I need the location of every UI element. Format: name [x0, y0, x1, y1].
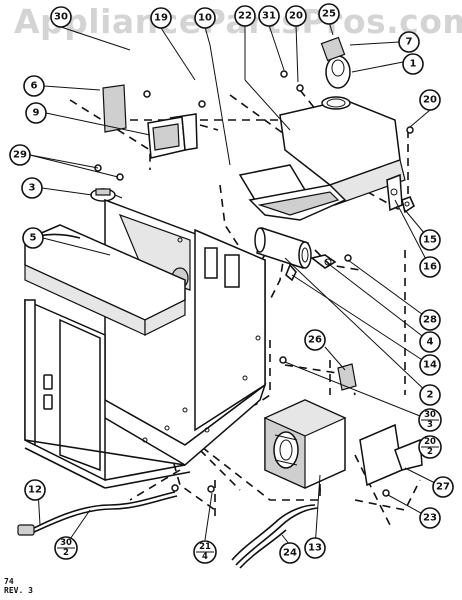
callout-20-right: 20 [419, 89, 441, 111]
svg-text:4: 4 [427, 337, 434, 348]
callout-5: 5 [22, 227, 44, 249]
callout-15: 15 [419, 229, 441, 251]
callout-23: 23 [419, 507, 441, 529]
part-10-top-duct [279, 96, 406, 206]
svg-text:10: 10 [198, 13, 212, 24]
callout-14: 14 [419, 354, 441, 376]
callout-1: 1 [402, 53, 424, 75]
fraction-callout-21-4: 21 4 [193, 540, 217, 564]
footer-page-number: 74 [4, 577, 14, 586]
svg-text:23: 23 [423, 513, 437, 524]
fraction-callouts: 30 3 20 2 30 2 21 4 [54, 408, 442, 564]
callout-31: 31 [258, 5, 280, 27]
svg-text:9: 9 [33, 108, 40, 119]
svg-text:30: 30 [54, 12, 68, 23]
svg-text:25: 25 [322, 9, 336, 20]
svg-text:16: 16 [423, 262, 437, 273]
callout-2: 2 [419, 384, 441, 406]
part-24-wire-harness [231, 504, 319, 569]
svg-text:6: 6 [31, 81, 38, 92]
callout-4: 4 [419, 331, 441, 353]
callout-25: 25 [318, 3, 340, 25]
callout-10: 10 [194, 7, 216, 29]
footer-revision: REV. 3 [4, 586, 33, 595]
callout-9: 9 [25, 102, 47, 124]
svg-text:2: 2 [427, 447, 433, 457]
callout-27: 27 [432, 476, 454, 498]
fraction-callout-30-3: 30 3 [418, 408, 442, 432]
svg-text:22: 22 [238, 11, 252, 22]
svg-text:3: 3 [427, 420, 433, 430]
svg-text:20: 20 [423, 95, 437, 106]
svg-text:31: 31 [262, 11, 276, 22]
svg-text:3: 3 [29, 183, 36, 194]
svg-text:14: 14 [423, 360, 437, 371]
svg-text:21: 21 [199, 542, 211, 552]
svg-text:5: 5 [30, 233, 37, 244]
svg-text:30: 30 [424, 410, 436, 420]
callout-28: 28 [419, 309, 441, 331]
callout-30: 30 [50, 6, 72, 28]
svg-text:30: 30 [60, 538, 72, 548]
screws [94, 70, 414, 497]
part-9-bracket [147, 113, 198, 159]
svg-text:20: 20 [289, 11, 303, 22]
callout-22: 22 [234, 5, 256, 27]
svg-text:15: 15 [423, 235, 437, 246]
part-12-power-cord [17, 491, 178, 536]
svg-text:2: 2 [63, 548, 69, 558]
svg-text:7: 7 [406, 37, 413, 48]
callout-6: 6 [23, 75, 45, 97]
fraction-callout-30-2: 30 2 [54, 536, 78, 560]
svg-text:20: 20 [424, 437, 436, 447]
part-26-plate [337, 363, 357, 391]
main-cabinet [24, 198, 267, 489]
callout-16: 16 [419, 256, 441, 278]
part-6-panel [102, 84, 127, 133]
callouts: 30 19 10 22 31 20 [9, 3, 454, 564]
svg-text:12: 12 [28, 485, 42, 496]
part-15-16-brackets [386, 173, 416, 214]
svg-text:27: 27 [436, 482, 450, 493]
leader-lines [29, 21, 444, 549]
svg-text:26: 26 [308, 335, 322, 346]
callout-7: 7 [398, 31, 420, 53]
callout-29: 29 [9, 144, 31, 166]
callout-13: 13 [304, 537, 326, 559]
callout-19: 19 [150, 7, 172, 29]
svg-text:2: 2 [427, 390, 434, 401]
svg-text:28: 28 [423, 315, 437, 326]
part-27-bracket [359, 423, 423, 487]
svg-text:13: 13 [308, 543, 322, 554]
svg-text:1: 1 [410, 59, 417, 70]
svg-text:19: 19 [154, 13, 168, 24]
part-1-lamp [320, 36, 351, 89]
callout-12: 12 [24, 479, 46, 501]
callout-24: 24 [279, 542, 301, 564]
part-13-transformer [263, 399, 347, 489]
svg-text:29: 29 [13, 150, 27, 161]
callout-26: 26 [304, 329, 326, 351]
svg-text:4: 4 [202, 552, 208, 562]
part-4-tube-assembly [254, 227, 337, 282]
part-19-guide [238, 164, 347, 221]
svg-text:24: 24 [283, 548, 297, 559]
fraction-callout-20-2: 20 2 [418, 435, 442, 459]
callout-20-top: 20 [285, 5, 307, 27]
callout-3: 3 [21, 177, 43, 199]
part-3-motor [90, 188, 123, 202]
part-5-waveguide [24, 224, 186, 336]
